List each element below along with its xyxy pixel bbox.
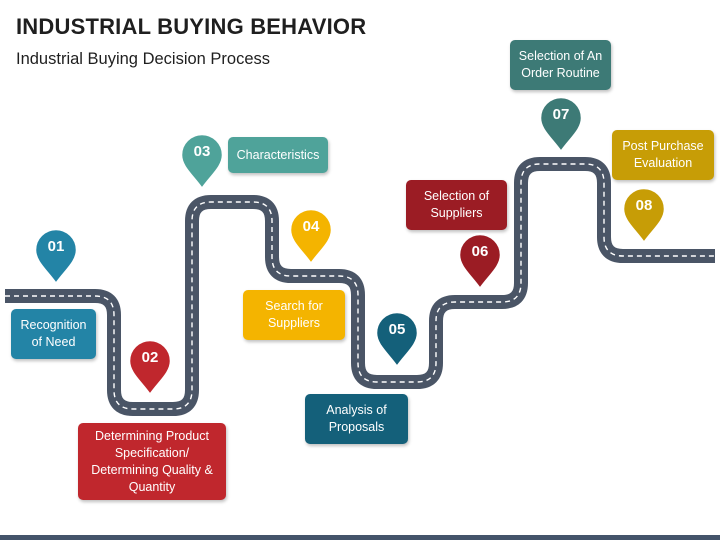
step-02-label: Determining Product Specification/ Deter… (78, 423, 226, 500)
step-05-pin: 05 (375, 311, 419, 369)
location-pin-icon (458, 233, 502, 291)
page-subtitle: Industrial Buying Decision Process (16, 50, 271, 68)
page-title: INDUSTRIAL BUYING BEHAVIOR (16, 14, 367, 39)
step-03-pin: 03 (180, 133, 224, 191)
road-center-dashes (5, 163, 715, 410)
step-08-label: Post Purchase Evaluation (612, 130, 714, 180)
step-04-number: 04 (302, 218, 320, 235)
location-pin-icon (180, 133, 224, 191)
step-07-number: 07 (552, 106, 570, 123)
step-07-pin: 07 (539, 96, 583, 154)
step-05-number: 05 (388, 321, 406, 338)
step-08-pin: 08 (622, 187, 666, 245)
location-pin-icon (34, 228, 78, 286)
road-path (5, 157, 715, 416)
location-pin-icon (375, 311, 419, 369)
step-04-label: Search for Suppliers (243, 290, 345, 340)
step-01-label: Recognition of Need (11, 309, 96, 359)
step-04-pin: 04 (289, 208, 333, 266)
location-pin-icon (128, 339, 172, 397)
step-03-number: 03 (193, 143, 211, 160)
footer-bar (0, 535, 720, 540)
step-07-label: Selection of An Order Routine (510, 40, 611, 90)
step-06-pin: 06 (458, 233, 502, 291)
location-pin-icon (289, 208, 333, 266)
step-02-number: 02 (141, 349, 159, 366)
location-pin-icon (539, 96, 583, 154)
step-06-label: Selection of Suppliers (406, 180, 507, 230)
step-05-label: Analysis of Proposals (305, 394, 408, 444)
step-03-label: Characteristics (228, 137, 328, 173)
step-01-number: 01 (47, 238, 65, 255)
step-02-pin: 02 (128, 339, 172, 397)
step-08-number: 08 (635, 197, 653, 214)
step-01-pin: 01 (34, 228, 78, 286)
step-06-number: 06 (471, 243, 489, 260)
location-pin-icon (622, 187, 666, 245)
